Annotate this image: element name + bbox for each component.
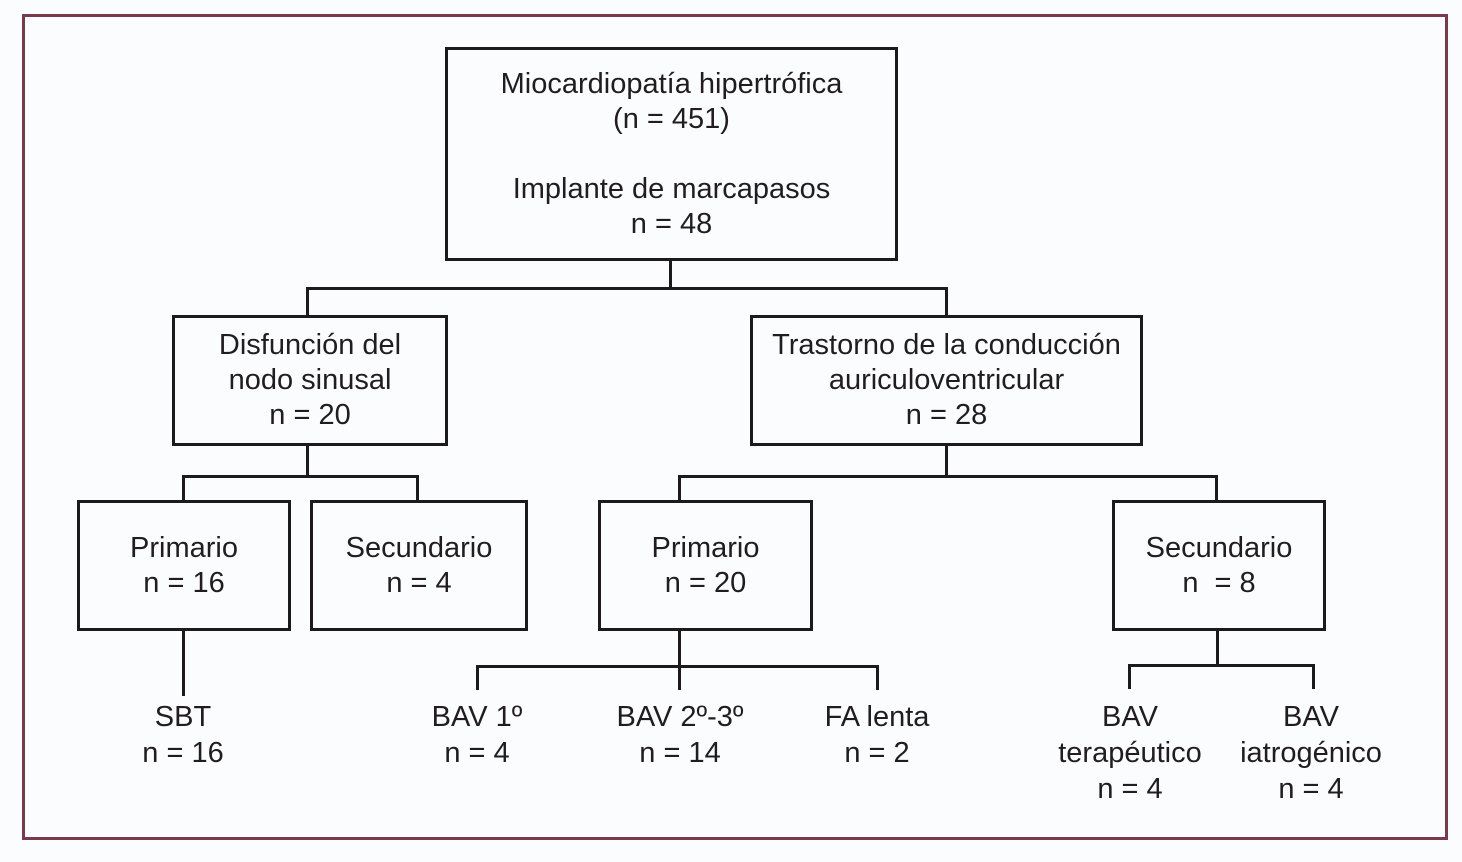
box-text-line: Miocardiopatía hipertrófica [500,67,843,100]
leaf-text-line: n = 4 [1097,773,1163,805]
connector-av-stub [945,287,948,316]
connector-avsec-leaf-bar [1128,664,1315,667]
connector-avsec-down [1216,630,1219,667]
connector-sinus-pri-stub [182,475,185,501]
figure-border-frame [22,14,1448,840]
leaf-bav-terapeutico: BAV terapéutico n = 4 [1045,699,1215,807]
leaf-text-line: SBT [154,701,212,733]
box-text-line: auriculoventricular [828,364,1065,396]
connector-level2-bar [306,287,948,290]
connector-sbt-down [182,630,185,696]
box-text-line: n = 8 [1182,566,1256,599]
box-text-line: Trastorno de la conducción [772,329,1121,361]
box-text-line: (n = 451) [613,102,730,135]
leaf-text-line: BAV 1º [431,701,523,733]
box-text-line: n = 28 [905,399,988,431]
leaf-text-line: BAV [1102,701,1158,733]
box-text-line: nodo sinusal [228,364,392,396]
connector-fa-stub [876,665,879,690]
box-text-line: n = 20 [664,566,747,599]
connector-av-pri-stub [678,475,681,501]
leaf-sbt: SBT n = 16 [88,699,278,771]
box-text-line: n = 20 [269,399,351,431]
connector-avpri-leaf-bar [476,665,879,668]
connector-av-split-bar [678,475,1218,478]
box-text-line: n = 16 [143,566,225,599]
box-text-line: Primario [130,531,238,564]
box-text-line: n = 4 [386,566,452,599]
connector-av-sec-stub [1215,475,1218,501]
connector-avpri-down [678,630,681,690]
connector-root-down [669,260,672,290]
leaf-bav-primer-grado: BAV 1º n = 4 [382,699,572,771]
box-av-primario: Primario n = 20 [598,500,813,631]
connector-sinus-stub [306,287,309,316]
leaf-text-line: BAV [1283,701,1339,733]
box-av-secundario: Secundario n = 8 [1112,500,1326,631]
box-text-line: Secundario [345,531,493,564]
leaf-text-line: iatrogénico [1240,737,1382,769]
leaf-text-line: FA lenta [824,701,930,733]
box-text-line: Implante de marcapasos [512,172,831,205]
leaf-bav-iatrogenico: BAV iatrogénico n = 4 [1226,699,1396,807]
box-sinus-secundario: Secundario n = 4 [310,500,528,631]
leaf-bav-segundo-tercer-grado: BAV 2º-3º n = 14 [585,699,775,771]
leaf-text-line: terapéutico [1058,737,1202,769]
leaf-text-line: n = 4 [444,737,510,769]
box-text-line: n = 48 [630,207,713,240]
connector-bav1-stub [476,665,479,690]
leaf-text-line: BAV 2º-3º [616,701,744,733]
leaf-text-line: n = 2 [844,737,910,769]
box-text-line: Primario [651,531,760,564]
box-disfuncion-nodo-sinusal: Disfunción del nodo sinusal n = 20 [172,315,448,446]
connector-av-down [945,445,948,478]
leaf-text-line: n = 4 [1278,773,1344,805]
box-miocardiopatia-hipertrofica: Miocardiopatía hipertrófica (n = 451) Im… [445,47,898,261]
box-trastorno-conduccion-av: Trastorno de la conducción auriculoventr… [750,315,1143,446]
leaf-text-line: n = 14 [639,737,721,769]
box-text-line: Disfunción del [218,329,402,361]
leaf-text-line: n = 16 [142,737,224,769]
connector-bavter-stub [1128,664,1131,689]
connector-baviat-stub [1312,664,1315,689]
connector-sinus-split-bar [182,475,419,478]
connector-sinus-down [306,445,309,478]
connector-sinus-sec-stub [416,475,419,501]
box-text-line: Secundario [1145,531,1293,564]
leaf-fa-lenta: FA lenta n = 2 [782,699,972,771]
box-sinus-primario: Primario n = 16 [77,500,291,631]
